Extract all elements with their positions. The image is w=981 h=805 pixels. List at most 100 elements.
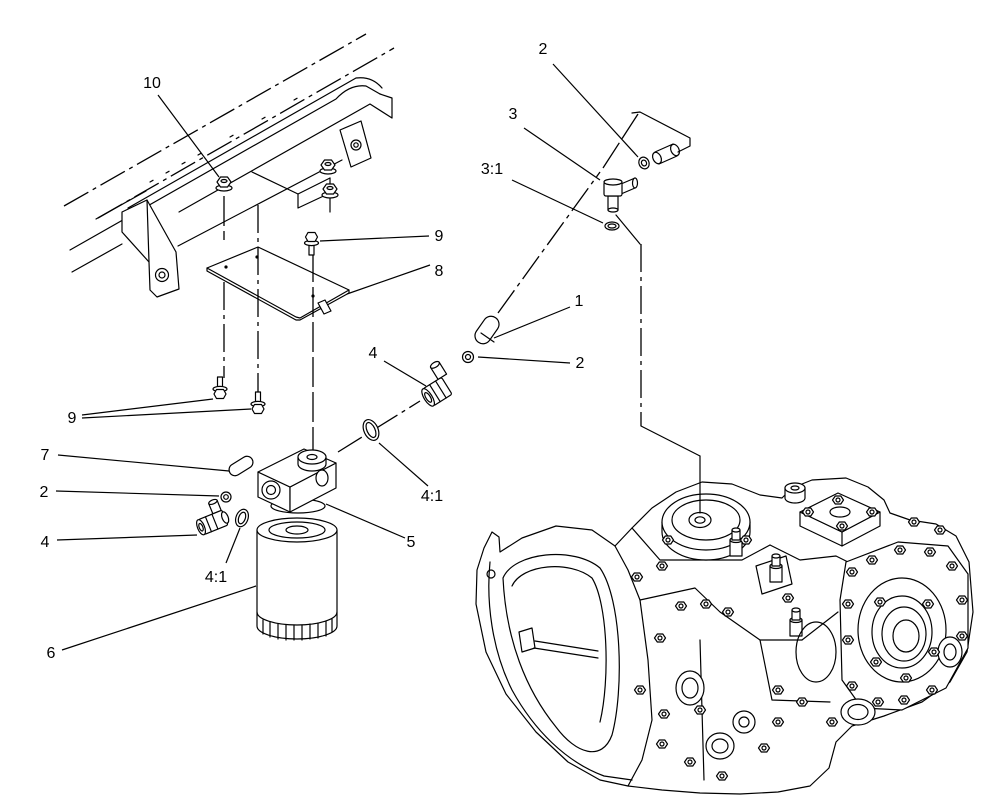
leader-line <box>378 442 429 487</box>
leader-line <box>511 179 604 224</box>
frame-bracket-tab <box>121 199 180 298</box>
callout-label-hose: 1 <box>575 293 584 310</box>
bolt-head <box>653 633 667 643</box>
plate-hole <box>224 265 228 269</box>
bolt-head <box>921 599 935 609</box>
bolt-head <box>781 593 795 603</box>
bolt-head <box>933 525 947 535</box>
bolt-head <box>630 572 644 582</box>
fitting-ring <box>461 350 475 364</box>
bolt-head <box>955 631 969 641</box>
filter-head <box>257 448 337 514</box>
leader-line <box>55 490 220 497</box>
fitting-ring <box>220 491 232 503</box>
cap-screw <box>303 231 320 256</box>
callout-label-oil-filter: 6 <box>47 645 56 662</box>
bolt-head <box>907 517 921 527</box>
bolt-head <box>715 771 729 781</box>
callout-label-flange-nut: 10 <box>143 75 161 92</box>
leader-line <box>157 94 220 178</box>
bolt-head <box>655 739 669 749</box>
flange-nut <box>215 176 233 192</box>
bolt-head <box>865 507 879 517</box>
transaxle <box>475 455 974 795</box>
bolt-head <box>721 607 735 617</box>
bolt-head <box>657 709 671 719</box>
frame-rail <box>63 33 395 273</box>
bolt-head <box>801 507 815 517</box>
bolt-head <box>897 695 911 705</box>
callout-label-elbow-fitting: 3 <box>509 106 518 123</box>
assembly-centerline <box>223 113 701 457</box>
bolt-head <box>841 599 855 609</box>
bolt-head <box>899 673 913 683</box>
callout-label-left-o-ring: 4:1 <box>205 569 227 586</box>
callout-label-left-hose: 7 <box>41 447 50 464</box>
bolt-head <box>925 685 939 695</box>
leader-line <box>56 534 198 541</box>
bolt-head <box>739 535 753 545</box>
leader-line <box>493 306 571 339</box>
cap-screw <box>212 376 228 400</box>
bolt-head <box>661 535 675 545</box>
o-ring <box>234 508 250 528</box>
bolt-head <box>869 657 883 667</box>
bolt-head <box>757 743 771 753</box>
bolt-head <box>927 647 941 657</box>
frame-bracket-tab <box>339 120 372 168</box>
callout-label-right-o-ring: 4:1 <box>421 488 443 505</box>
bolt-head <box>955 595 969 605</box>
bolt-head <box>674 601 688 611</box>
leader-line <box>325 503 406 539</box>
callout-label-upper-cap-screw: 9 <box>435 228 444 245</box>
leader-line <box>523 127 601 181</box>
bolt-head <box>873 597 887 607</box>
leader-line <box>319 235 430 242</box>
bolt-head <box>865 555 879 565</box>
tube-connector <box>631 111 691 165</box>
callout-label-right-ring: 2 <box>576 355 585 372</box>
leader-line <box>552 63 639 158</box>
o-ring <box>604 221 620 231</box>
bolt-head <box>825 717 839 727</box>
bolt-head <box>771 717 785 727</box>
bolt-head <box>831 495 845 505</box>
bolt-head <box>683 757 697 767</box>
bolt-head <box>633 685 647 695</box>
bolt-head <box>845 681 859 691</box>
leader-line <box>346 264 431 295</box>
callout-label-left-fitting: 4 <box>41 534 50 551</box>
callout-label-filter-head: 5 <box>407 534 416 551</box>
bolt-head <box>699 599 713 609</box>
callout-label-upper-o-ring: 3:1 <box>481 161 503 178</box>
bolt-head <box>841 635 855 645</box>
bolt-head <box>771 685 785 695</box>
leader-line <box>57 454 230 472</box>
oil-filter <box>256 517 338 641</box>
hydraulic-fitting <box>421 360 452 407</box>
flange-nut <box>319 159 337 175</box>
bolt-head <box>693 705 707 715</box>
leader-line <box>61 585 257 651</box>
leader-line <box>81 398 214 416</box>
o-ring <box>362 419 380 441</box>
transaxle-bolts <box>630 495 969 781</box>
callout-label-mounting-plate: 8 <box>435 263 444 280</box>
leader-line <box>477 356 571 364</box>
callout-label-right-fitting: 4 <box>369 345 378 362</box>
elbow-fitting <box>603 177 639 213</box>
bolt-head <box>923 547 937 557</box>
bolt-head <box>871 697 885 707</box>
fitting-ring <box>638 156 650 170</box>
leader-line <box>383 360 427 387</box>
hose-end <box>474 315 500 345</box>
leader-line <box>81 408 252 419</box>
bolt-head <box>945 561 959 571</box>
bolt-head <box>795 697 809 707</box>
bolt-head <box>655 561 669 571</box>
bolt-head <box>845 567 859 577</box>
bolt-head <box>835 521 849 531</box>
callout-label-lower-cap-screws: 9 <box>68 410 77 427</box>
leader-line <box>225 527 241 564</box>
